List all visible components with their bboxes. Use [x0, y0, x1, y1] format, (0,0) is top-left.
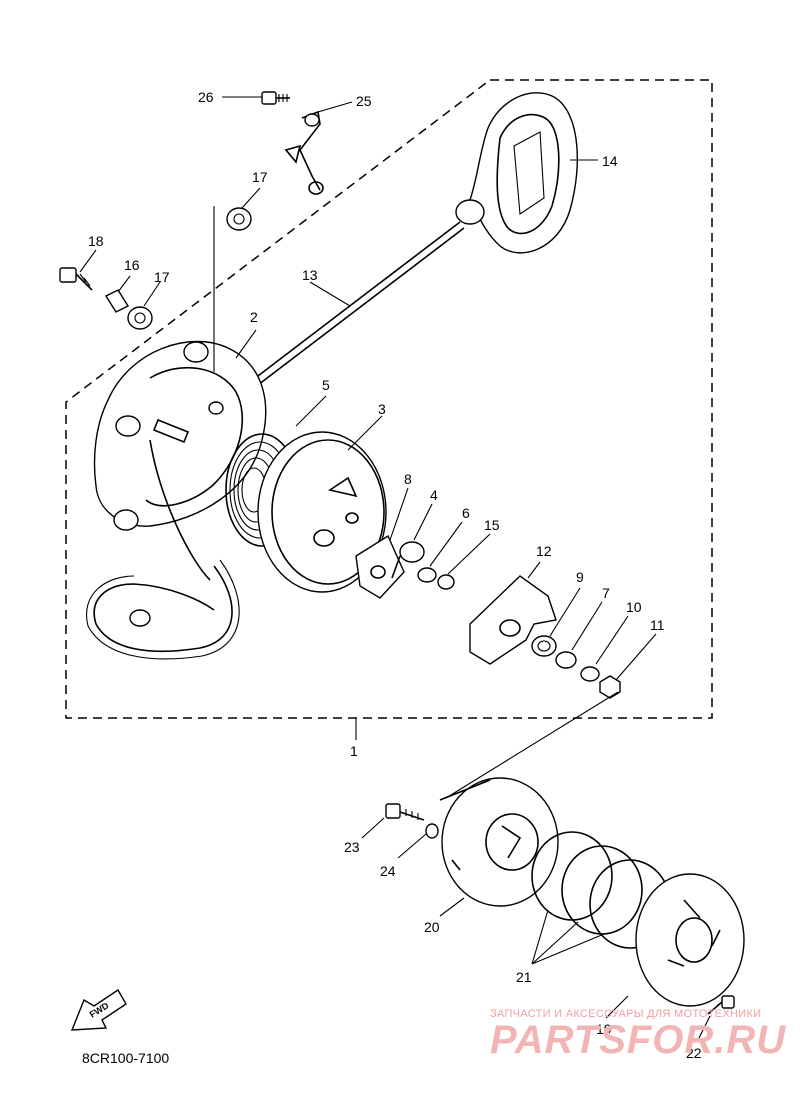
watermark-brand: PARTSFOR.RU [490, 1018, 787, 1062]
rope-loop [86, 559, 240, 660]
label-13: 13 [302, 267, 318, 283]
part-12-friction-plate [469, 575, 557, 665]
part-19-pulley-plate [635, 873, 745, 1007]
label-21: 21 [516, 969, 532, 985]
label-19: 19 [596, 1021, 612, 1037]
part-20-starter-pulley [439, 777, 559, 907]
part-3-drive-pulley [257, 431, 387, 593]
part-25-guide-bracket [284, 110, 324, 195]
part-17-collar-upper [226, 207, 252, 231]
label-17-upper: 17 [252, 169, 268, 185]
part-9-spring [531, 635, 557, 657]
part-7-washer [555, 651, 577, 669]
part-6-spring [417, 567, 437, 583]
label-15: 15 [484, 517, 500, 533]
label-11: 11 [650, 617, 665, 633]
label-16: 16 [124, 257, 140, 273]
label-24: 24 [380, 863, 396, 879]
fwd-arrow: FWD [70, 989, 127, 1031]
label-26: 26 [198, 89, 214, 105]
leader-lines [79, 96, 711, 1041]
label-25: 25 [356, 93, 372, 109]
label-5: 5 [322, 377, 330, 393]
part-17-bush-lower [127, 306, 153, 330]
label-12: 12 [536, 543, 552, 559]
part-11-nut [599, 675, 621, 699]
part-23-bolt [385, 803, 425, 821]
label-4: 4 [430, 487, 438, 503]
part-8-pawl [355, 534, 405, 599]
label-9: 9 [576, 569, 584, 585]
part-10-washer [580, 666, 600, 682]
part-16-collar [104, 289, 130, 313]
part-22-screw [707, 995, 735, 1015]
assembly-boundary [65, 79, 713, 719]
label-17-lower: 17 [154, 269, 170, 285]
label-22: 22 [686, 1045, 702, 1061]
label-3: 3 [378, 401, 386, 417]
label-10: 10 [626, 599, 642, 615]
label-8: 8 [404, 471, 412, 487]
part-13-starter-rope [249, 221, 465, 389]
label-23: 23 [344, 839, 360, 855]
label-18: 18 [88, 233, 104, 249]
part-15-washer [437, 574, 455, 590]
label-14: 14 [602, 153, 618, 169]
part-2-starter-case [93, 340, 267, 581]
part-4-pawl-spring [391, 541, 425, 579]
watermark-tagline: ЗАПЧАСТИ И АКСЕССУАРЫ ДЛЯ МОТОТЕХНИКИ [490, 1008, 762, 1020]
label-6: 6 [462, 505, 470, 521]
part-24-washer [425, 823, 439, 839]
label-20: 20 [424, 919, 440, 935]
part-18-bolt [59, 267, 93, 291]
label-2: 2 [250, 309, 258, 325]
label-7: 7 [602, 585, 610, 601]
part-26-bolt [261, 91, 290, 105]
label-1: 1 [350, 743, 358, 759]
part-14-starter-handle [455, 92, 579, 254]
diagram-code: 8CR100-7100 [82, 1050, 170, 1066]
